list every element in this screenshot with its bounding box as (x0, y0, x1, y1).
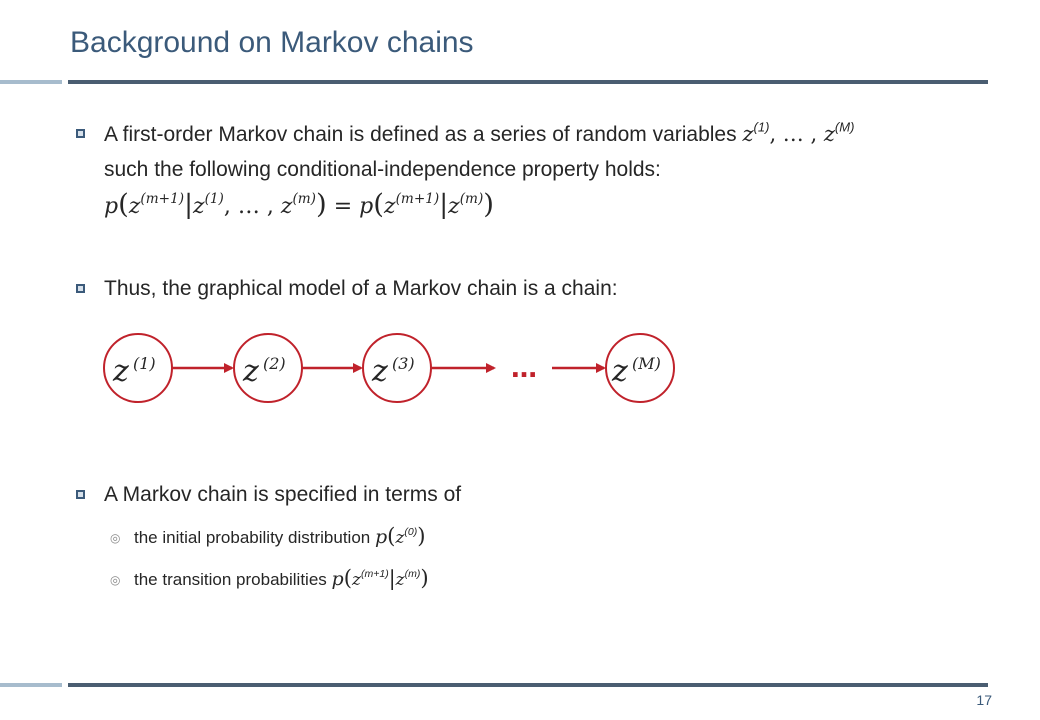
bullet-2-text: Thus, the graphical model of a Markov ch… (104, 277, 618, 300)
paren: ( (118, 188, 129, 220)
chain-node-3: z (3) (362, 333, 432, 403)
eq-p: p (359, 194, 374, 219)
eq-z: z (192, 194, 205, 219)
sub-bullet-1-text: the initial probability distribution (134, 528, 375, 547)
eq-p: p (374, 526, 388, 548)
sup: (m) (292, 190, 316, 207)
slide-title: Background on Markov chains (70, 26, 474, 59)
equals: = (326, 194, 360, 219)
sup: (m+1) (140, 190, 185, 207)
bar: | (388, 566, 396, 590)
sup: (0) (404, 526, 418, 539)
bullet-3-text: A Markov chain is specified in terms of (104, 483, 462, 506)
eq-z: z (128, 194, 141, 219)
bullet-1-line-2: such the following conditional-independe… (104, 158, 661, 181)
sup: (m) (459, 190, 484, 207)
bullet-1-text-a: A first-order Markov chain is defined as… (104, 123, 743, 146)
sup: (m+1) (360, 568, 389, 581)
chain-node-M: z (M) (605, 333, 675, 403)
sub-bullet-2-text: the transition probabilities (134, 570, 332, 589)
bar: | (439, 189, 449, 220)
paren: ) (420, 566, 429, 591)
page-number: 17 (976, 692, 992, 708)
eq-z: z (395, 528, 405, 548)
paren: ) (417, 524, 426, 549)
top-rule (68, 80, 988, 84)
sub-bullet-1: the initial probability distribution p(z… (134, 525, 426, 550)
bullet-marker (76, 284, 85, 293)
bullet-1-line-1: A first-order Markov chain is defined as… (104, 119, 855, 148)
eq-z: z (383, 194, 396, 219)
node-base: z (371, 354, 388, 389)
sup: (1) (204, 190, 224, 207)
var-z: z (823, 122, 835, 146)
sup: (m+1) (395, 190, 440, 207)
sup: (1) (753, 119, 770, 135)
bullet-marker (76, 490, 85, 499)
bar: | (184, 189, 193, 220)
node-sup: (3) (392, 354, 415, 373)
var-z: z (742, 122, 754, 146)
node-sup: (2) (263, 354, 286, 373)
paren: ( (343, 566, 352, 591)
sub-bullet-2: the transition probabilities p(z(m+1)|z(… (134, 567, 429, 592)
top-rule-accent (0, 80, 62, 84)
eq-p: p (331, 568, 344, 590)
node-base: z (611, 354, 628, 389)
node-base: z (112, 354, 129, 389)
bottom-rule-accent (0, 683, 62, 687)
eq-p: p (104, 194, 119, 219)
paren: ( (373, 188, 384, 220)
markov-property-equation: p(z(m+1)|z(1), … , z(m)) = p(z(m+1)|z(m)… (104, 190, 494, 220)
sub-bullet-marker: ◎ (110, 531, 121, 545)
eq-z: z (351, 570, 361, 590)
sup: (m) (404, 568, 421, 581)
chain-node-1: z (1) (103, 333, 173, 403)
bottom-rule (68, 683, 988, 687)
node-sup: (M) (632, 354, 661, 373)
chain-node-2: z (2) (233, 333, 303, 403)
sep: , … , (223, 194, 281, 219)
eq-z: z (280, 194, 293, 219)
eq-z: z (448, 194, 460, 219)
sub-bullet-marker: ◎ (110, 573, 121, 587)
bullet-marker (76, 129, 85, 138)
paren: ) (316, 188, 327, 220)
eq-z: z (395, 570, 405, 590)
node-sup: (1) (133, 354, 156, 373)
chain-ellipsis: … (511, 354, 537, 384)
node-base: z (242, 354, 259, 389)
sup: (M) (834, 119, 855, 135)
paren: ) (483, 188, 495, 220)
sep: , … , (769, 122, 824, 146)
paren: ( (387, 524, 396, 549)
